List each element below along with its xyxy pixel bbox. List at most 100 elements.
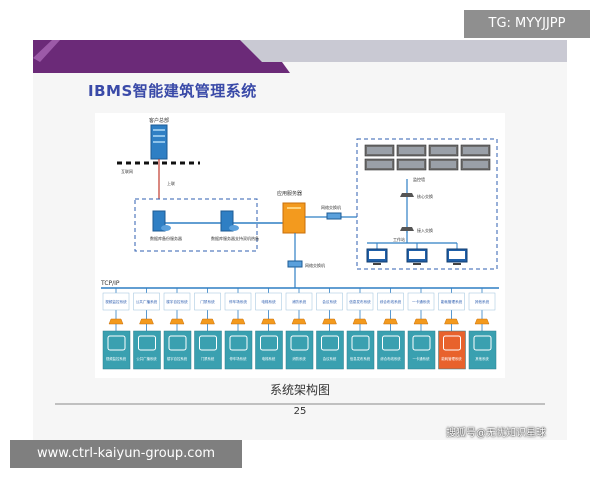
connector-icon <box>169 318 185 325</box>
subsystem-icon <box>107 335 126 351</box>
switch-bottom: 网络交换机 <box>287 260 325 268</box>
subsystem-card-label: 停车场系统 <box>230 356 248 361</box>
subsystem-card-label: 一卡通系统 <box>413 356 431 361</box>
subsystem-icon <box>473 335 492 351</box>
header-band-light <box>240 40 567 62</box>
subsystem-label: 消防系统 <box>292 299 307 304</box>
core-switch-icon <box>400 193 414 197</box>
uplink-label: 上联 <box>167 180 175 186</box>
subsystem-label: 能耗管理系统 <box>441 299 463 304</box>
subsystem-icon <box>260 335 278 351</box>
connector-icon <box>261 318 276 325</box>
subsystem-card <box>438 330 466 370</box>
switch-top-label: 网络交换机 <box>321 204 341 210</box>
subsystem-label-box <box>316 292 343 311</box>
architecture-diagram: 客户总部 互联网 上联 数据库备份服务器 数据库服务器支持双机热备 应用服务器 <box>95 113 505 378</box>
connector-icon <box>230 318 246 325</box>
subsystem-label: 门禁系统 <box>200 299 215 304</box>
subsystem-label: 停车场系统 <box>229 299 247 304</box>
subsystem-icon <box>168 335 187 351</box>
subsystem-label: 信息发布系统 <box>349 299 371 304</box>
subsystem-label-box <box>468 292 496 311</box>
db-backup-label: 数据库备份服务器 <box>150 235 182 241</box>
subsystem-label-box <box>224 292 252 311</box>
subsystem-card-label: 其他系统 <box>475 356 489 361</box>
subsystem-icon <box>321 335 339 351</box>
monitor-wall-label: 监控墙 <box>413 176 425 182</box>
tg-badge: TG: MYYJJPP <box>464 10 590 38</box>
connector-icon <box>200 318 215 325</box>
subsystem-card-label: 信息发布系统 <box>350 356 371 361</box>
connector-icon <box>352 318 368 325</box>
subsystem-label: 电梯系统 <box>261 299 276 304</box>
core-switch: 核心交换 <box>400 193 433 199</box>
subsystem-card-label: 楼宇自控系统 <box>167 356 188 361</box>
access-switch-label: 接入交换 <box>417 227 433 233</box>
subsystem-label: 公共广播系统 <box>136 299 158 304</box>
connector-icon <box>291 318 307 325</box>
app-server: 应用服务器 <box>277 190 306 234</box>
subsystem-icon <box>351 335 370 351</box>
switch-bottom-label: 网络交换机 <box>305 262 325 268</box>
subsystem-icon <box>382 335 400 351</box>
diagram-canvas: 客户总部 互联网 上联 数据库备份服务器 数据库服务器支持双机热备 应用服务器 <box>100 117 499 370</box>
subsystem-icon <box>229 335 248 351</box>
subsystem-icon <box>290 335 309 351</box>
workstation-group <box>366 243 468 265</box>
app-server-label: 应用服务器 <box>277 190 302 197</box>
url-banner[interactable]: www.ctrl-kaiyun-group.com <box>10 440 242 468</box>
switch-bottom-icon <box>287 260 303 268</box>
connector-icon <box>383 318 398 325</box>
connector-icon <box>444 318 459 325</box>
db-server-label: 数据库服务器支持双机热备 <box>211 235 259 241</box>
subsystem-row: 视频监控系统视频监控系统公共广播系统公共广播系统楼宇自控系统楼宇自控系统门禁系统… <box>102 288 497 370</box>
connector-icon <box>322 318 337 325</box>
db-server: 数据库服务器支持双机热备 <box>211 210 259 241</box>
subsystem-label-box <box>255 292 282 311</box>
server-room-box <box>134 198 258 252</box>
subsystem-card-label: 能耗管理系统 <box>441 356 462 361</box>
switch-top: 网络交换机 <box>321 204 342 220</box>
diagram-caption: 系统架构图 <box>269 383 330 397</box>
internet-label: 互联网 <box>121 168 133 174</box>
connector-icon <box>139 318 154 325</box>
access-switch-icon <box>400 227 414 231</box>
subsystem-label: 视频监控系统 <box>105 299 127 304</box>
app-server-icon <box>282 202 306 234</box>
connector-icon <box>108 318 124 325</box>
subsystem-label-box <box>133 292 160 311</box>
workstations-label: 工作站 <box>393 236 405 242</box>
connector-icon <box>413 318 429 325</box>
tcpip-label: TCP/IP <box>100 280 120 287</box>
subsystem-icon <box>443 335 461 351</box>
subsystem-card-label: 视频监控系统 <box>106 356 127 361</box>
core-switch-label: 核心交换 <box>417 193 433 199</box>
header-band-accent <box>33 40 60 62</box>
slide-title: IBMS智能建筑管理系统 <box>88 82 257 100</box>
switch-top-icon <box>326 212 342 220</box>
client-label: 客户总部 <box>149 117 169 124</box>
subsystem-label-box <box>377 292 404 311</box>
subsystem-icon <box>138 335 156 351</box>
header-band-dark <box>33 40 290 73</box>
subsystem-label-box <box>346 292 374 311</box>
subsystem-card-label: 电梯系统 <box>262 356 276 361</box>
access-switch: 接入交换 <box>400 227 433 233</box>
subsystem-label-box <box>194 292 221 311</box>
page-number: 25 <box>293 406 307 417</box>
subsystem-label: 一卡通系统 <box>412 299 430 304</box>
subsystem-card-label: 公共广播系统 <box>136 356 157 361</box>
subsystem-icon <box>412 335 431 351</box>
control-room-box <box>356 138 498 270</box>
